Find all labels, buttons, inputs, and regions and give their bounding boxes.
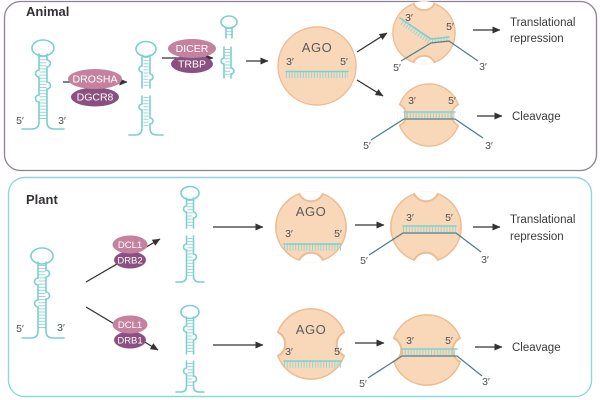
trbp-label: TRBP	[178, 59, 206, 71]
dcl1-label: DCL1	[118, 240, 142, 251]
translational-repression-outcome-label: Translational repression	[510, 17, 575, 45]
dgcr8-label: DGCR8	[77, 92, 114, 104]
three-prime-label: 3′	[482, 376, 490, 388]
five-prime-label: 5′	[445, 212, 453, 224]
five-prime-label: 5′	[360, 255, 368, 267]
cleavage-outcome-label: Cleavage	[512, 111, 561, 123]
plant-processed-hairpin-bottom	[175, 304, 205, 393]
three-prime-label: 3′	[405, 12, 413, 24]
ago-label: AGO	[296, 322, 326, 337]
three-prime-label: 3′	[406, 212, 414, 224]
five-prime-label: 5′	[448, 95, 456, 107]
plant-panel-title: Plant	[26, 192, 58, 207]
three-prime-label: 3′	[479, 61, 487, 73]
three-prime-label: 3′	[286, 56, 294, 68]
three-prime-label: 3′	[285, 346, 293, 358]
five-prime-label: 5′	[334, 228, 342, 240]
mirna-duplex-fragment	[220, 46, 235, 79]
five-prime-label: 5′	[340, 56, 348, 68]
five-prime-label: 5′	[393, 62, 401, 74]
animal-pri-mirna-hairpin: 5′ 3′	[16, 39, 66, 130]
three-prime-label: 3′	[58, 115, 66, 127]
three-prime-label: 3′	[285, 228, 293, 240]
plant-processed-hairpin-top	[175, 185, 205, 283]
plant-ago-complex-top: AGO 3′ 5′	[275, 175, 346, 279]
five-prime-label: 5′	[363, 140, 371, 152]
five-prime-label: 5′	[445, 335, 453, 347]
drb1-label: DRB1	[117, 336, 142, 347]
five-prime-label: 5′	[334, 346, 342, 358]
arrow-to-cleavage	[356, 79, 384, 97]
mrna-strand	[400, 40, 479, 62]
three-prime-label: 3′	[57, 322, 65, 334]
three-prime-label: 3′	[481, 254, 489, 266]
ago-label: AGO	[302, 40, 332, 55]
animal-pre-mirna-hairpin	[128, 40, 164, 136]
svg-text:Translational: Translational	[510, 17, 575, 29]
dcl1-drb2-complex: DCL1 DRB2	[112, 235, 148, 269]
cleavage-outcome-label: Cleavage	[512, 342, 561, 354]
plant-cleavage-ago: 3′ 5′ 5′ 3′	[359, 314, 490, 390]
drb2-label: DRB2	[117, 256, 142, 267]
five-prime-label: 5′	[16, 115, 24, 127]
drosha-dgcr8-complex: DROSHA DGCR8	[68, 69, 122, 107]
arrow-to-repression	[356, 32, 388, 53]
drosha-label: DROSHA	[73, 74, 118, 86]
five-prime-label: 5′	[16, 323, 24, 335]
plant-repression-ago: 3′ 5′ 5′ 3′	[360, 175, 489, 279]
three-prime-label: 3′	[485, 140, 493, 152]
dcl1-label: DCL1	[118, 320, 142, 331]
svg-text:repression: repression	[510, 33, 564, 45]
dcl1-drb1-complex: DCL1 DRB1	[112, 315, 148, 349]
plant-ago-complex-bottom: AGO 3′ 5′	[259, 308, 363, 379]
dicer-trbp-complex: DICER TRBP	[168, 39, 216, 73]
plant-pri-mirna-hairpin: 5′ 3′	[16, 247, 65, 339]
mrna-strand	[367, 355, 483, 379]
animal-panel-title: Animal	[26, 4, 69, 19]
ago-label: AGO	[296, 204, 326, 219]
animal-repression-ago: 3′ 5′ 5′ 3′	[392, 0, 487, 79]
loop-fragment	[220, 15, 238, 39]
three-prime-label: 3′	[406, 335, 414, 347]
mrna-strand	[368, 232, 482, 256]
five-prime-label: 5′	[446, 21, 454, 33]
dicer-label: DICER	[176, 43, 209, 55]
three-prime-label: 3′	[408, 95, 416, 107]
svg-text:Translational: Translational	[510, 214, 575, 226]
svg-text:repression: repression	[510, 231, 564, 243]
translational-repression-outcome-label: Translational repression	[510, 214, 575, 243]
five-prime-label: 5′	[359, 378, 367, 390]
mrna-strand	[370, 118, 484, 141]
animal-ago-complex: AGO 3′ 5′	[277, 26, 357, 106]
animal-cleavage-ago: 3′ 5′ 5′ 3′	[363, 83, 493, 152]
